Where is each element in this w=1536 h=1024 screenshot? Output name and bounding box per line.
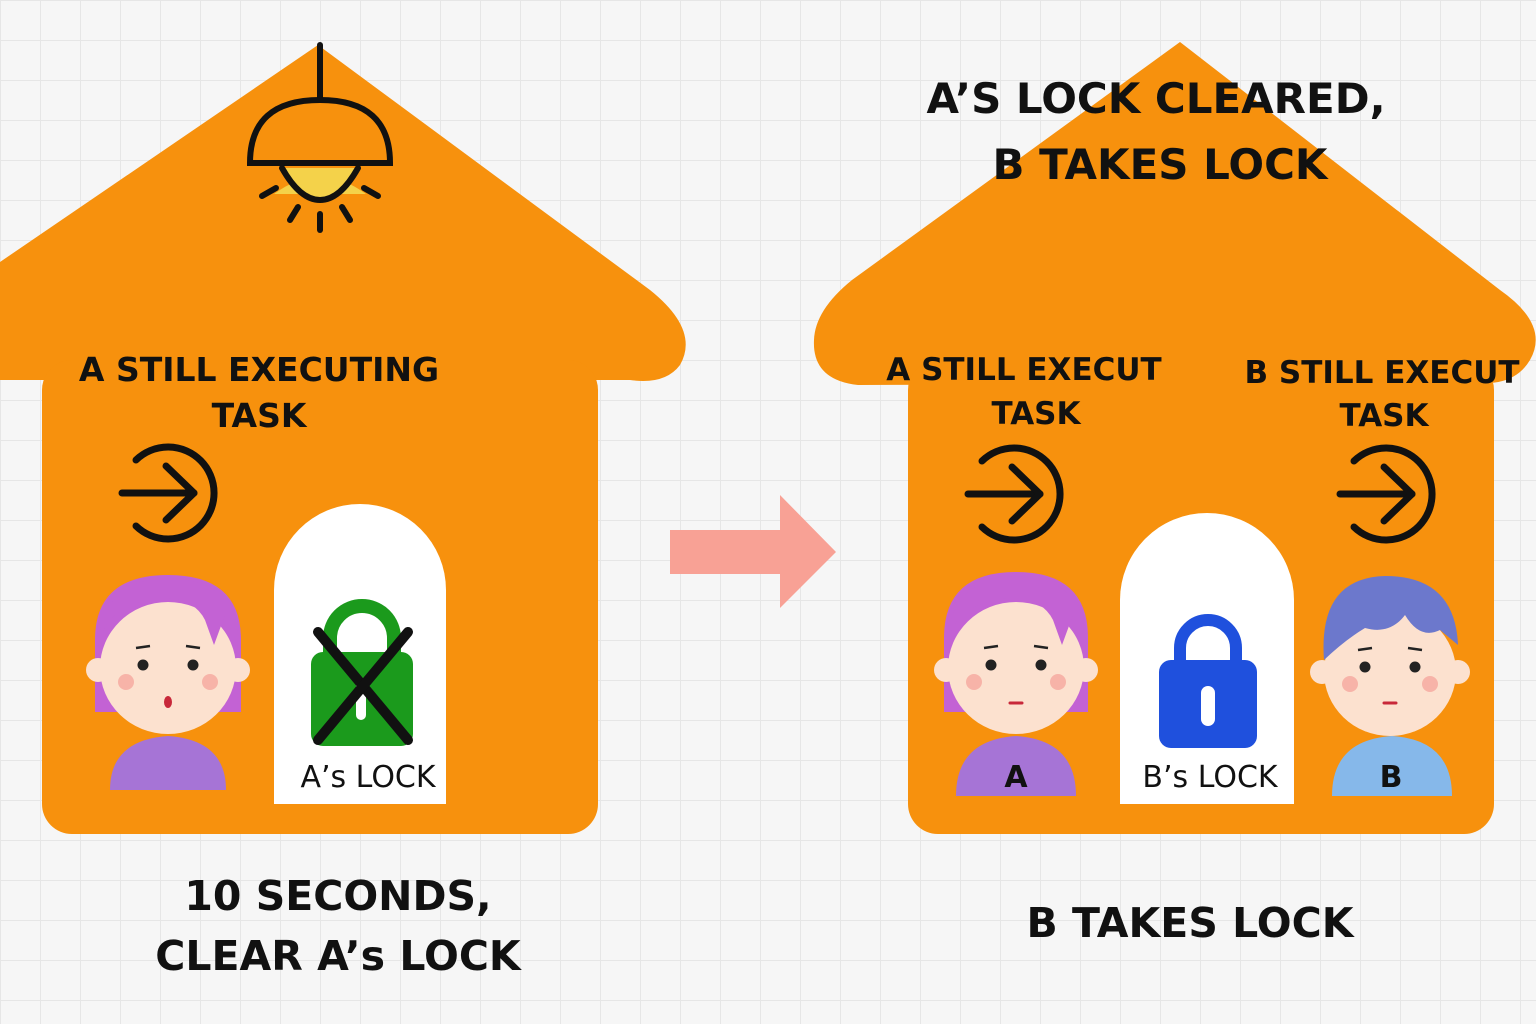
person-a-label: A bbox=[1004, 760, 1028, 795]
avatar-person-a-left bbox=[86, 575, 250, 790]
left-status-line1: A STILL EXECUTING bbox=[78, 350, 440, 389]
left-caption-line2: CLEAR A’s LOCK bbox=[155, 932, 521, 980]
shirt-b bbox=[1332, 736, 1452, 796]
status-b-line1: B STILL EXECUT bbox=[1244, 355, 1520, 391]
enter-arrow-icon bbox=[964, 444, 1064, 544]
right-caption: B TAKES LOCK bbox=[1026, 899, 1354, 947]
left-lock-label: A’s LOCK bbox=[300, 760, 436, 795]
avatar-person-b bbox=[1310, 576, 1470, 796]
enter-arrow-icon bbox=[118, 443, 218, 543]
right-heading-line1: A’S LOCK CLEARED, bbox=[926, 74, 1386, 123]
padlock-icon bbox=[1159, 614, 1257, 748]
status-a-line2: TASK bbox=[991, 396, 1081, 432]
avatar-person-a bbox=[934, 572, 1098, 796]
right-arrow-icon bbox=[670, 495, 836, 608]
crossed-out-lock-icon bbox=[311, 599, 413, 746]
left-status-line2: TASK bbox=[211, 396, 307, 435]
ceiling-lamp-icon bbox=[246, 42, 394, 233]
shirt-a bbox=[956, 736, 1076, 796]
enter-arrow-icon bbox=[1336, 444, 1436, 544]
right-heading-line2: B TAKES LOCK bbox=[992, 140, 1328, 189]
left-caption-line1: 10 SECONDS, bbox=[184, 872, 492, 920]
right-house-roof bbox=[813, 42, 1536, 385]
right-lock-label: B’s LOCK bbox=[1142, 760, 1278, 795]
status-a-line1: A STILL EXECUT bbox=[886, 352, 1162, 388]
status-b-line2: TASK bbox=[1339, 398, 1429, 434]
person-b-label: B bbox=[1379, 760, 1403, 795]
